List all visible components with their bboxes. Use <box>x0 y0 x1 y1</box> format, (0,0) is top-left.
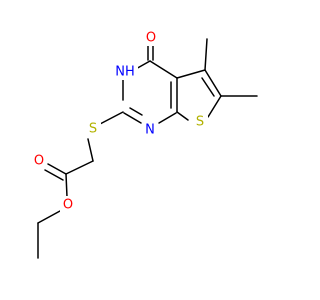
bond-c2-n1-inner <box>129 107 143 116</box>
atom-nh: NH <box>112 63 138 80</box>
atom-o-ester: O <box>60 196 76 213</box>
atom-label-o-carbonyl-ring: O <box>146 31 156 46</box>
atom-o-carbonyl-ester: O <box>31 152 47 169</box>
atom-s-thioether: S <box>85 120 101 137</box>
bonds <box>37 38 258 259</box>
bond-cester-oester <box>65 173 68 198</box>
atom-label-nh: NH <box>115 65 135 80</box>
bond-c5-methyl <box>204 38 208 71</box>
bond-cester-o-double-a <box>47 163 67 175</box>
atom-o-carbonyl-ring: O <box>143 29 159 46</box>
bond-sthio-ch2 <box>87 138 94 162</box>
bond-c4a-c5 <box>176 69 206 79</box>
bond-c5-c6 <box>204 69 222 97</box>
bond-cester-o-double-b <box>44 169 64 181</box>
atom-label-n-ring: N <box>145 123 155 138</box>
molecule-structure: O NH N S S O O <box>31 29 258 259</box>
bond-n1-c7a <box>158 112 177 124</box>
bond-c2-n1 <box>123 112 142 124</box>
atom-label-o-carbonyl-ester: O <box>34 154 44 169</box>
bond-c2-sthio <box>99 111 124 125</box>
bond-s1-c7a <box>176 111 189 121</box>
atom-label-s-thiophene: S <box>196 115 204 130</box>
atom-label-o-ester: O <box>63 198 73 213</box>
atom-s-thiophene: S <box>192 113 208 130</box>
bond-c5-c6-inner <box>201 77 215 97</box>
atom-n-ring: N <box>142 121 158 138</box>
bond-c4a-c4 <box>149 60 178 79</box>
bond-oester-ethyl-ch2 <box>37 210 61 224</box>
bond-c6-s1 <box>207 95 222 118</box>
atom-labels: O NH N S S O O <box>31 29 208 213</box>
bond-ch2-cester <box>65 160 94 175</box>
atom-label-s-thioether: S <box>89 122 97 137</box>
